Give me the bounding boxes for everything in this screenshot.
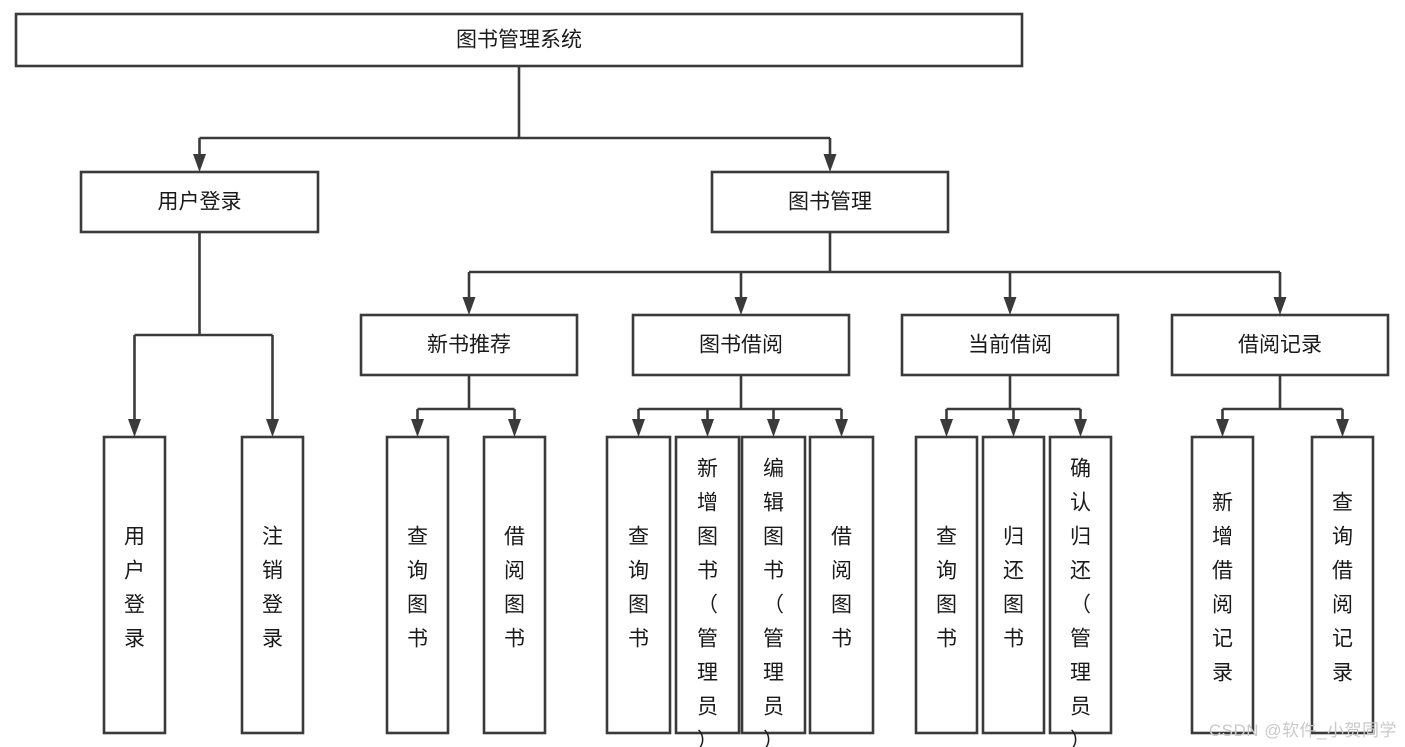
node-leaf-add-book[interactable]: 新增图书（管理员） [674,435,741,747]
arrow-head-icon [1007,419,1020,437]
node-box [981,435,1046,735]
arrow-head-icon [128,419,141,437]
node-label: 新增借阅记录 [1212,492,1233,685]
arrow-head-icon [266,419,279,437]
node-label: 新书推荐 [427,334,511,357]
node-box [1048,435,1113,735]
connector-group-root [193,66,837,172]
node-current-borrow[interactable]: 当前借阅 [900,313,1120,377]
node-leaf-borrow-book-2[interactable]: 借阅图书 [808,435,875,735]
node-label: 查询图书 [407,526,428,651]
node-new-book-rec[interactable]: 新书推荐 [359,313,579,377]
node-box [740,435,807,735]
node-leaf-add-record[interactable]: 新增借阅记录 [1190,435,1255,735]
node-user-login[interactable]: 用户登录 [79,170,320,234]
node-box [79,170,320,234]
arrow-head-icon [835,419,848,437]
arrow-head-icon [1216,419,1229,437]
node-label: 借阅记录 [1238,334,1322,357]
node-leaf-logout[interactable]: 注销登录 [240,435,305,735]
arrow-head-icon [1273,297,1287,315]
connector-group-book_mgmt [462,232,1287,315]
node-box [102,435,167,735]
node-box [240,435,305,735]
arrow-head-icon [508,419,521,437]
arrow-head-icon [823,154,837,172]
node-leaf-query-book-3[interactable]: 查询图书 [914,435,979,735]
node-book-borrow[interactable]: 图书借阅 [631,313,851,377]
node-leaf-edit-book[interactable]: 编辑图书（管理员） [740,435,807,747]
connector-group-current_borrow [940,375,1087,437]
node-label: 图书管理系统 [456,29,582,52]
connector-group-new_book_rec [411,375,521,437]
node-leaf-user-login[interactable]: 用户登录 [102,435,167,735]
nodes-layer: 图书管理系统用户登录图书管理新书推荐图书借阅当前借阅借阅记录用户登录注销登录查询… [14,12,1390,747]
node-label: 新增图书（管理员） [697,458,718,747]
node-label: 当前借阅 [968,334,1052,357]
connector-group-user_login [128,232,279,437]
node-box [914,435,979,735]
node-leaf-query-book-2[interactable]: 查询图书 [605,435,672,735]
node-box [631,313,851,377]
arrow-head-icon [701,419,714,437]
node-label: 借阅图书 [504,526,525,651]
arrow-head-icon [411,419,424,437]
node-label: 用户登录 [124,526,145,651]
node-box [808,435,875,735]
connector-group-borrow_record [1216,375,1349,437]
node-label: 确认归还（管理员） [1070,458,1091,747]
arrow-head-icon [462,297,476,315]
node-box [482,435,547,735]
node-label: 图书管理 [788,191,872,214]
node-leaf-return-book[interactable]: 归还图书 [981,435,1046,735]
arrow-head-icon [734,297,748,315]
node-label: 图书借阅 [699,334,783,357]
node-label: 归还图书 [1003,526,1024,651]
connectors-layer [128,66,1349,437]
node-leaf-confirm-return[interactable]: 确认归还（管理员） [1048,435,1113,747]
node-book-mgmt[interactable]: 图书管理 [710,170,950,234]
node-box [900,313,1120,377]
csdn-watermark: CSDN @软件_小贺同学 [1208,721,1397,740]
node-leaf-query-record[interactable]: 查询借阅记录 [1310,435,1375,735]
arrow-head-icon [1074,419,1087,437]
arrow-head-icon [193,154,206,172]
node-box [1170,313,1390,377]
node-box [674,435,741,735]
node-box [710,170,950,234]
arrow-head-icon [767,419,780,437]
arrow-head-icon [940,419,953,437]
node-box [605,435,672,735]
node-root[interactable]: 图书管理系统 [14,12,1024,68]
arrow-head-icon [1336,419,1349,437]
node-box [14,12,1024,68]
arrow-head-icon [632,419,645,437]
node-box [359,313,579,377]
arrow-head-icon [1003,297,1017,315]
node-label: 注销登录 [262,526,283,651]
node-leaf-query-book-1[interactable]: 查询图书 [385,435,450,735]
node-box [1190,435,1255,735]
node-label: 查询图书 [936,526,957,651]
node-label: 查询图书 [628,526,649,651]
node-label: 查询借阅记录 [1332,492,1353,685]
node-label: 借阅图书 [831,526,852,651]
node-box [385,435,450,735]
node-label: 用户登录 [158,191,242,214]
node-box [1310,435,1375,735]
node-label: 编辑图书（管理员） [763,458,784,747]
node-borrow-record[interactable]: 借阅记录 [1170,313,1390,377]
node-leaf-borrow-book-1[interactable]: 借阅图书 [482,435,547,735]
connector-group-book_borrow [632,375,848,437]
